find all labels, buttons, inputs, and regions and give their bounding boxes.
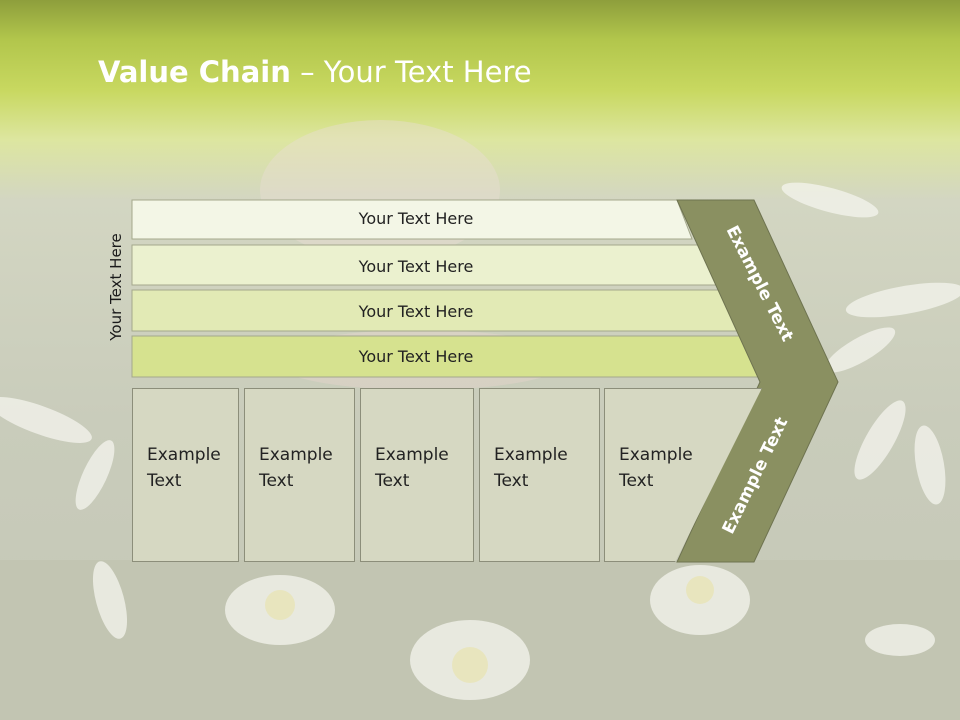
diagram-reflection: Example Text Example Text Example Text E… (0, 562, 960, 720)
bar-1 (131, 199, 693, 240)
activity-box-3: Example Text (360, 388, 474, 562)
activity-box-5-label: Example Text (619, 445, 693, 491)
activity-box-1: Example Text (132, 388, 239, 562)
bar-2-label: Your Text Here (358, 257, 474, 276)
activity-box-4: Example Text (479, 388, 600, 562)
title-bold: Value Chain (98, 55, 291, 89)
activity-box-3-label: Example Text (375, 445, 449, 491)
bar-3-label: Your Text Here (358, 302, 474, 321)
activity-box-2-label: Example Text (259, 445, 333, 491)
activity-box-2: Example Text (244, 388, 355, 562)
slide-title: Value Chain – Your Text Here (98, 55, 532, 89)
bar-4-label: Your Text Here (358, 347, 474, 366)
title-rest: – Your Text Here (290, 55, 532, 89)
activity-box-1-label: Example Text (147, 445, 221, 491)
chevron-arrow (676, 199, 839, 563)
bar-1-label: Your Text Here (358, 209, 474, 228)
activity-box-4-label: Example Text (494, 445, 568, 491)
